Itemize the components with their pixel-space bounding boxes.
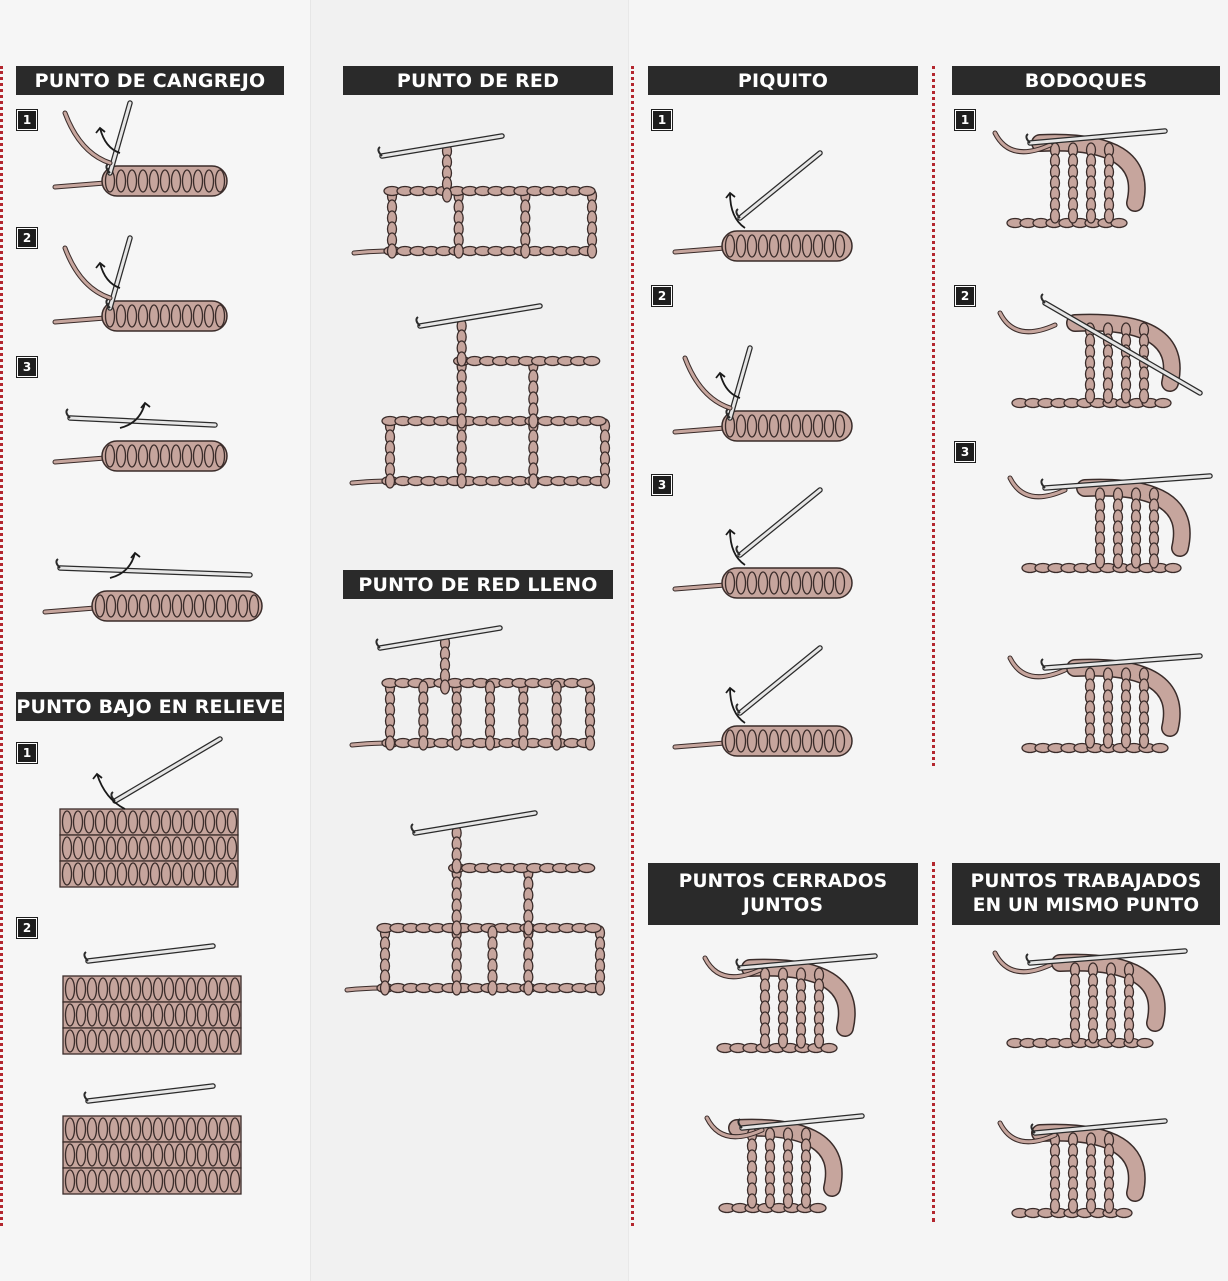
step-badge: 2 — [652, 286, 672, 306]
illustration-cangrejo-step1 — [50, 100, 235, 205]
illustration-cangrejo-step3 — [50, 385, 235, 480]
panel-middle — [310, 0, 629, 1281]
divider-mismo-punto — [932, 862, 935, 1222]
step-badge: 3 — [955, 442, 975, 462]
illustration-bodoques-step4 — [1005, 652, 1205, 760]
illustration-piquito-step3 — [670, 487, 860, 607]
illustration-bodoques-step3 — [1005, 445, 1215, 580]
illustration-mismo-punto-b — [995, 1118, 1170, 1225]
step-badge: 1 — [955, 110, 975, 130]
illustration-red-lleno-b — [344, 805, 610, 1000]
title-punto-bajo-en-relieve: PUNTO BAJO EN RELIEVE — [16, 692, 284, 721]
illustration-punto-de-red-b — [349, 298, 615, 493]
title-bodoques: BODOQUES — [952, 66, 1220, 95]
illustration-bodoques-step2 — [995, 293, 1205, 415]
step-badge: 1 — [17, 743, 37, 763]
illustration-cangrejo-step2 — [50, 235, 235, 340]
step-badge: 1 — [652, 110, 672, 130]
title-piquito: PIQUITO — [648, 66, 918, 95]
step-badge: 1 — [17, 110, 37, 130]
illustration-red-lleno-a — [349, 625, 600, 755]
divider-bodoques — [932, 66, 935, 766]
illustration-cerrados-b — [702, 1100, 867, 1220]
illustration-relieve-step3 — [58, 1082, 248, 1202]
illustration-relieve-step1 — [55, 735, 245, 895]
step-badge: 3 — [652, 475, 672, 495]
illustration-cerrados-a — [700, 953, 880, 1060]
illustration-punto-de-red-a — [351, 128, 602, 263]
title-punto-de-cangrejo: PUNTO DE CANGREJO — [16, 66, 284, 95]
illustration-piquito-step2 — [670, 310, 860, 450]
panel-left — [0, 0, 310, 1281]
step-badge: 2 — [17, 918, 37, 938]
illustration-relieve-step2 — [58, 922, 248, 1062]
step-badge: 3 — [17, 357, 37, 377]
panel-right — [628, 0, 1228, 1281]
step-badge: 2 — [17, 228, 37, 248]
divider-left-edge — [0, 66, 3, 1226]
title-punto-de-red-lleno: PUNTO DE RED LLENO — [343, 570, 613, 599]
illustration-piquito-step4 — [670, 645, 860, 765]
illustration-piquito-step1 — [670, 125, 860, 270]
illustration-cangrejo-step4 — [40, 540, 270, 630]
divider-piquito — [631, 66, 634, 1226]
illustration-mismo-punto-a — [990, 948, 1190, 1055]
title-punto-de-red: PUNTO DE RED — [343, 66, 613, 95]
illustration-bodoques-step1 — [990, 125, 1170, 235]
step-badge: 2 — [955, 286, 975, 306]
